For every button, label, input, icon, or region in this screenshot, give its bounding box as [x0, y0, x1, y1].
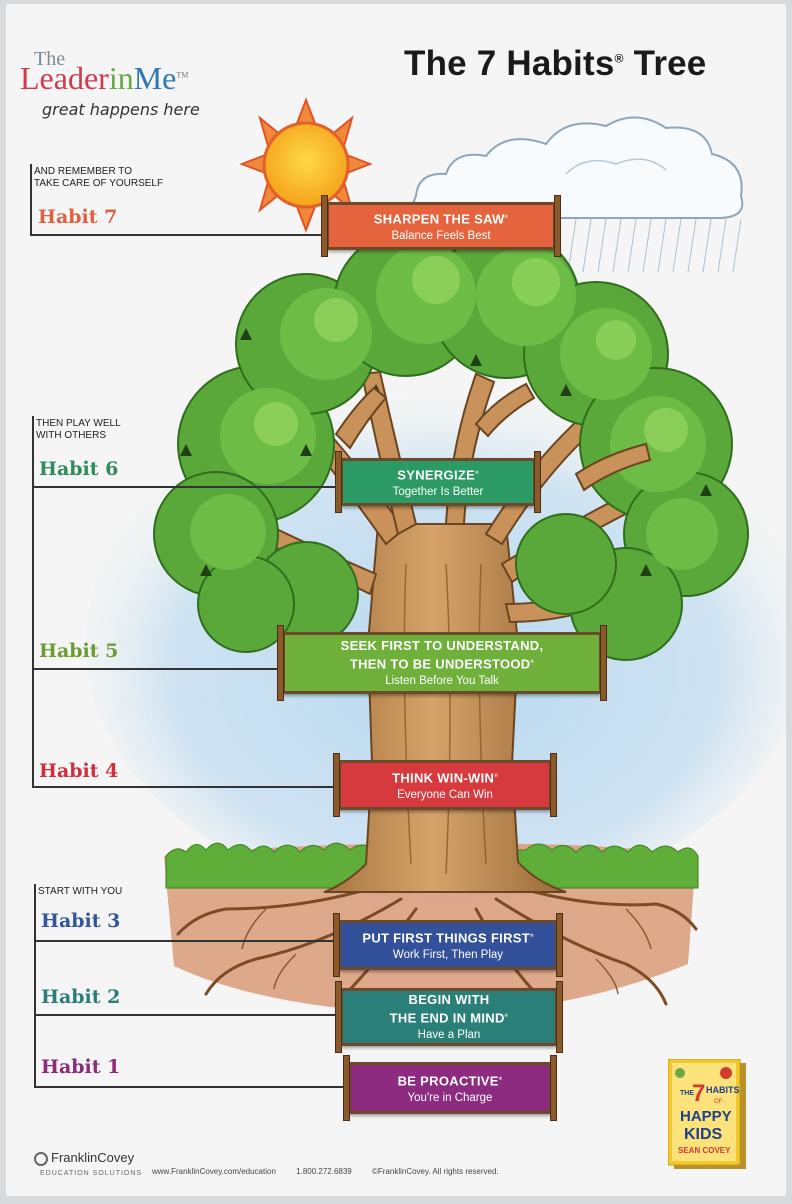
habit-5-line	[32, 668, 282, 670]
habit-4-sign: THINK WIN-WIN® Everyone Can Win	[333, 753, 557, 817]
bracket-line-middle	[32, 416, 34, 786]
habit-4-label: Habit 4	[39, 760, 119, 782]
poster-title: The 7 Habits® Tree	[404, 44, 707, 83]
note-start-with-you: START WITH YOU	[38, 886, 123, 897]
footer-url[interactable]: www.FranklinCovey.com/education	[152, 1167, 276, 1176]
tree-foliage	[153, 229, 749, 661]
habit-1-label: Habit 1	[41, 1056, 121, 1078]
habit-6-line	[32, 486, 340, 488]
note-play-well: THEN PLAY WELL WITH OTHERS	[36, 418, 121, 441]
book-author: SEAN COVEY	[678, 1146, 731, 1155]
franklincovey-logo-icon	[34, 1151, 48, 1166]
footer-phone: 1.800.272.6839	[296, 1167, 352, 1176]
franklincovey-brand: FranklinCovey EDUCATION SOLUTIONS	[34, 1150, 142, 1177]
habit-6-sign: SYNERGIZE® Together Is Better	[335, 451, 541, 513]
footer-copyright: ©FranklinCovey. All rights reserved.	[371, 1167, 499, 1176]
logo-tagline: great happens here	[42, 100, 200, 119]
logo-the: The	[34, 48, 66, 70]
habit-4-line	[32, 786, 338, 788]
habit-7-sign: SHARPEN THE SAW® Balance Feels Best	[321, 195, 561, 257]
habit-3-label: Habit 3	[41, 910, 121, 932]
habit-6-label: Habit 6	[39, 458, 119, 480]
habit-3-line	[34, 940, 338, 942]
footer-info: www.FranklinCovey.com/education 1.800.27…	[152, 1167, 517, 1176]
habit-2-sign: BEGIN WITH THE END IN MIND® Have a Plan	[335, 981, 563, 1053]
habit-5-sign: SEEK FIRST TO UNDERSTAND, THEN TO BE UND…	[277, 625, 607, 701]
poster: The LeaderinMeTM great happens here The …	[6, 4, 786, 1196]
habit-3-sign: PUT FIRST THINGS FIRST® Work First, Then…	[333, 913, 563, 977]
rain-cloud-icon	[412, 116, 744, 273]
habit-7-line	[30, 234, 326, 236]
book-line4: OF	[714, 1099, 723, 1105]
book-line6: KIDS	[684, 1126, 723, 1143]
habit-2-label: Habit 2	[41, 986, 121, 1008]
book-line3: HABITS	[706, 1085, 740, 1095]
book-line2: 7	[692, 1080, 705, 1107]
book-line1: THE	[680, 1090, 694, 1097]
logo-wordmark: LeaderinMeTM	[20, 60, 189, 96]
habit-5-label: Habit 5	[39, 640, 119, 662]
habit-2-line	[34, 1014, 340, 1016]
habit-1-line	[34, 1086, 348, 1088]
habit-7-label: Habit 7	[38, 206, 118, 228]
bracket-line-bottom	[34, 884, 36, 1088]
book-line5: HAPPY	[680, 1108, 732, 1125]
bracket-line-top	[30, 164, 32, 236]
habit-1-sign: BE PROACTIVE® You're in Charge	[343, 1055, 557, 1121]
sun-icon	[239, 97, 373, 233]
note-take-care: AND REMEMBER TO TAKE CARE OF YOURSELF	[34, 166, 164, 189]
seven-habits-book-cover: THE 7 HABITS OF HAPPY KIDS SEAN COVEY	[668, 1059, 746, 1169]
